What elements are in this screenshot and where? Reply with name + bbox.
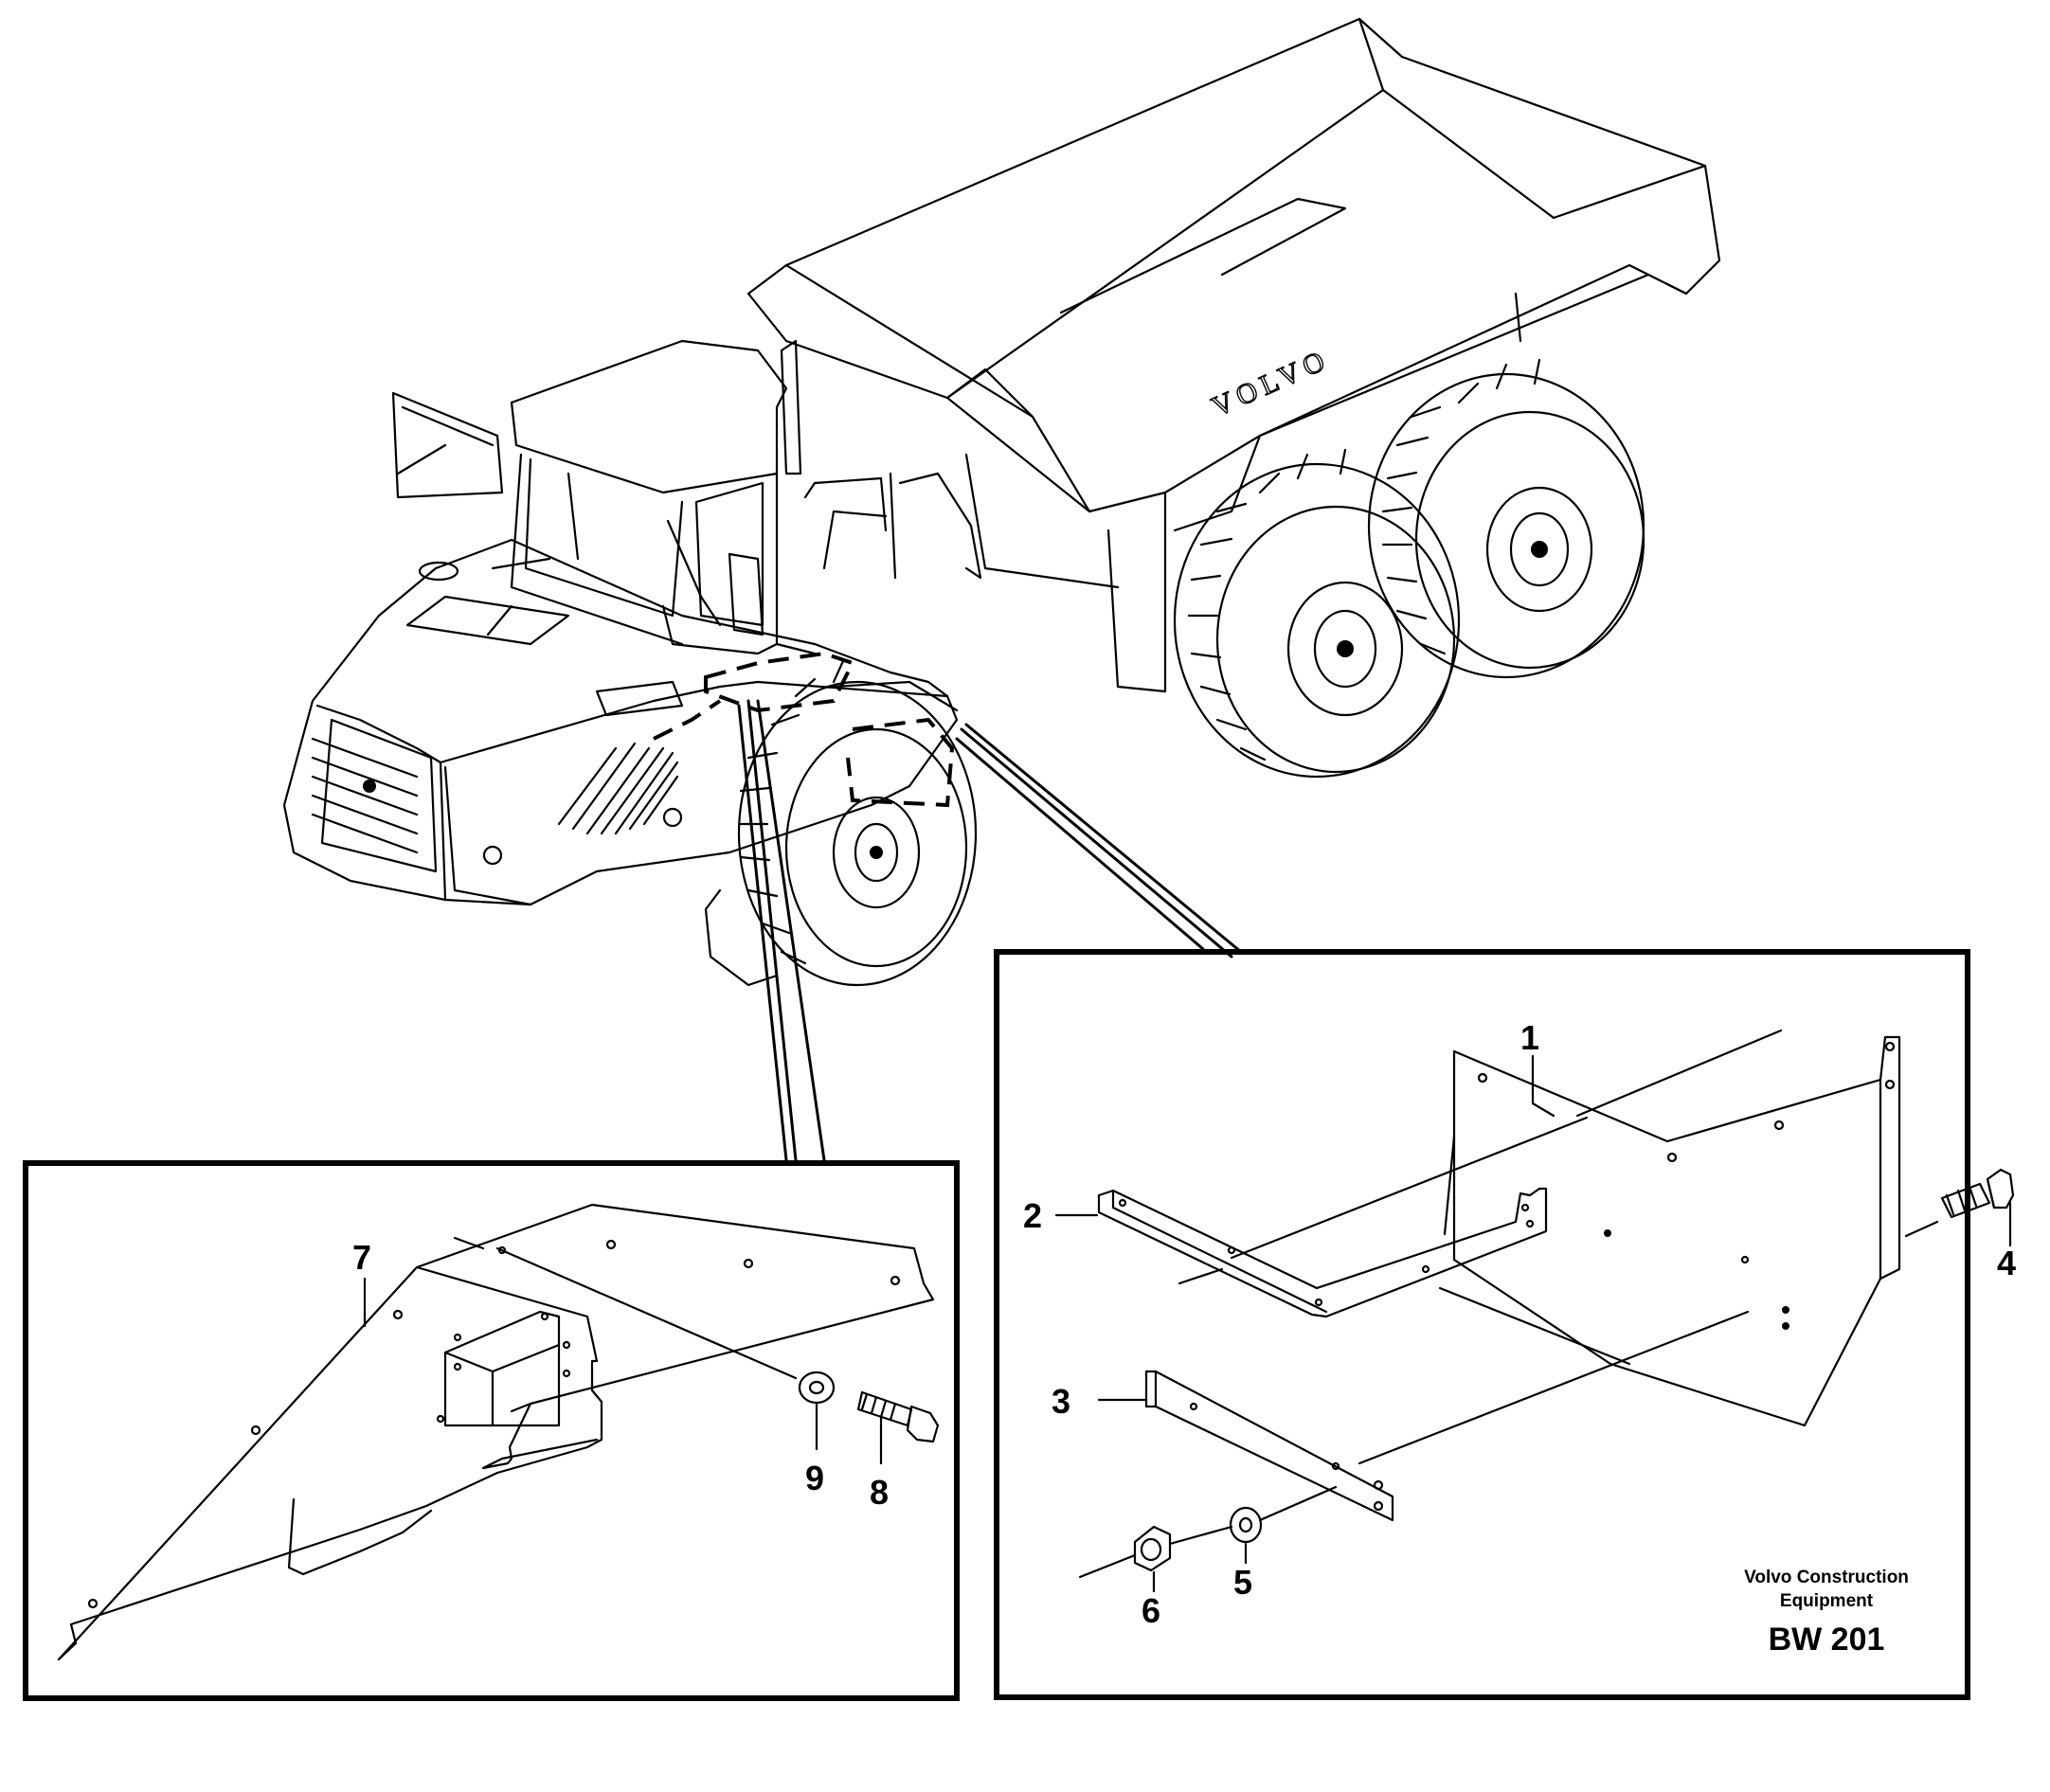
rear-wheel-back bbox=[1367, 358, 1645, 679]
leader-lines bbox=[737, 699, 1243, 1162]
part-7-plate bbox=[57, 1203, 935, 1661]
callout-4: 4 bbox=[1997, 1244, 2016, 1282]
detail-frame-left: 7 9 8 bbox=[23, 1160, 960, 1701]
part-2-bracket bbox=[1097, 1116, 1589, 1318]
articulated-hauler-illustration: VOLVO bbox=[282, 17, 1721, 987]
callout-5: 5 bbox=[1233, 1563, 1252, 1602]
part-1-plate bbox=[1438, 1029, 1901, 1427]
callout-2: 2 bbox=[1023, 1196, 1042, 1235]
publisher-line-2: Equipment bbox=[1780, 1591, 1874, 1611]
part-3-strip bbox=[1144, 1310, 1750, 1522]
rear-wheel-front bbox=[1173, 448, 1461, 779]
part-8-screw bbox=[856, 1390, 940, 1443]
engine-hood bbox=[282, 538, 959, 906]
detail-region-fender bbox=[704, 651, 855, 713]
detail-region-wheel-arch bbox=[653, 699, 955, 808]
dump-body: VOLVO bbox=[746, 17, 1721, 693]
leader-1 bbox=[1531, 1054, 1555, 1118]
callout-3: 3 bbox=[1052, 1382, 1070, 1421]
callout-1: 1 bbox=[1520, 1018, 1539, 1057]
part-5-washer bbox=[1229, 1485, 1338, 1544]
illustration-code: BW 201 bbox=[1769, 1622, 1885, 1658]
callout-7: 7 bbox=[352, 1238, 371, 1277]
callout-8: 8 bbox=[870, 1473, 889, 1512]
part-6-nut bbox=[1078, 1525, 1233, 1579]
callout-9: 9 bbox=[805, 1459, 824, 1497]
part-4-screw bbox=[1904, 1168, 2015, 1247]
part-9-washer bbox=[798, 1371, 836, 1405]
detail-frame-right: 1 2 3 4 5 6 Volvo Construction Equipment… bbox=[994, 949, 2016, 1700]
cab bbox=[391, 339, 982, 655]
front-wheel bbox=[704, 659, 978, 987]
callout-6: 6 bbox=[1142, 1591, 1160, 1630]
publisher-line-1: Volvo Construction bbox=[1744, 1568, 1909, 1587]
